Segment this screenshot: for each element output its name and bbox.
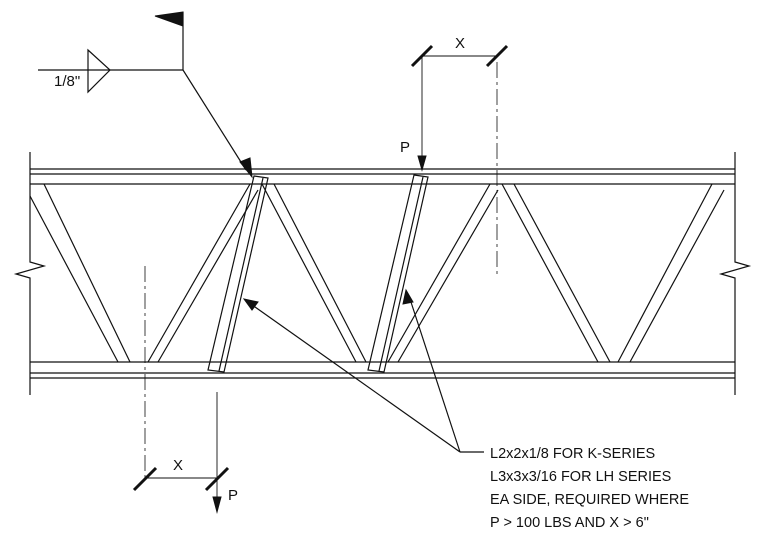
- web-members: [29, 183, 725, 363]
- top-load-label: P: [400, 139, 410, 156]
- top-dimension: X P: [400, 35, 509, 172]
- break-line-left: [13, 152, 47, 395]
- note-line-2: L3x3x3/16 FOR LH SERIES: [490, 469, 671, 485]
- break-line-right: [718, 152, 752, 395]
- bottom-dimension-label: X: [173, 457, 183, 474]
- note-leaders: [242, 288, 484, 453]
- note-line-1: L2x2x1/8 FOR K-SERIES: [490, 446, 655, 462]
- note-line-3: EA SIDE, REQUIRED WHERE: [490, 492, 689, 508]
- bottom-chord: [30, 361, 735, 379]
- reinforcing-angle-left: [207, 175, 269, 373]
- weld-symbol: 1/8": [38, 11, 253, 179]
- bottom-load-label: P: [228, 487, 238, 504]
- tail-arrow-icon: [87, 48, 111, 94]
- reinforcing-angle-right: [367, 174, 429, 373]
- reinforcement-note: L2x2x1/8 FOR K-SERIES L3x3x3/16 FOR LH S…: [490, 446, 689, 531]
- top-dimension-label: X: [455, 35, 465, 52]
- field-weld-flag-icon: [154, 11, 184, 27]
- note-line-4: P > 100 LBS AND X > 6": [490, 515, 649, 531]
- bottom-dimension: X P: [132, 392, 238, 514]
- weld-size-label: 1/8": [54, 73, 80, 90]
- top-chord: [30, 168, 735, 185]
